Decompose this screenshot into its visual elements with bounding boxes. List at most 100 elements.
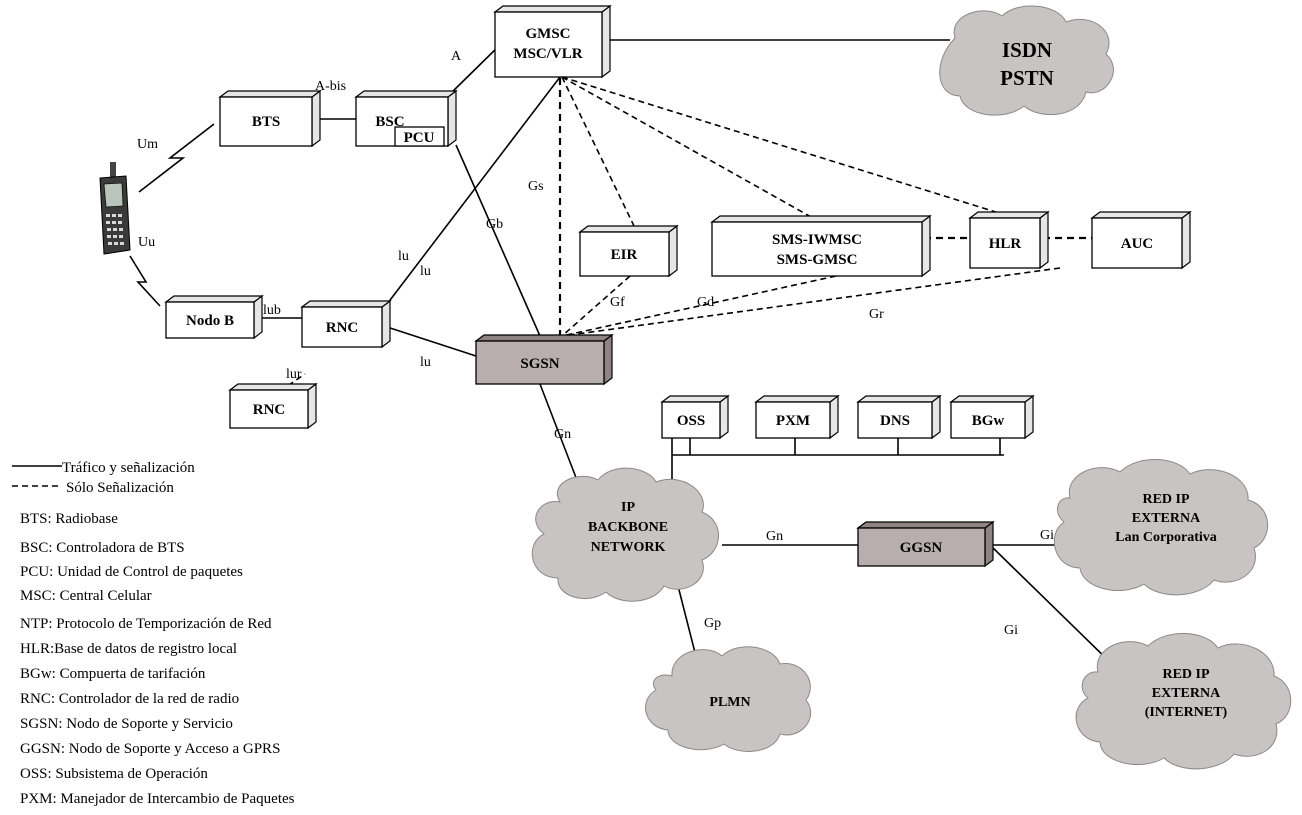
- if-gb: Gb: [486, 217, 503, 232]
- node-bsc: BSC PCU: [354, 89, 458, 148]
- link-rnc-sgsn: [383, 325, 477, 357]
- if-gs: Gs: [528, 179, 544, 194]
- if-gr: Gr: [869, 307, 884, 322]
- legend-item: GGSN: Nodo de Soporte y Acceso a GPRS: [20, 741, 280, 757]
- backbone-label-3: NETWORK: [591, 540, 666, 555]
- legend-item: HLR:Base de datos de registro local: [20, 641, 237, 657]
- node-rnc-1: RNC: [300, 299, 392, 349]
- rnc-1-label: RNC: [326, 320, 359, 336]
- plmn-label: PLMN: [709, 695, 750, 710]
- lan-label-3: Lan Corporativa: [1115, 530, 1217, 545]
- if-a: A: [451, 49, 462, 64]
- legend-item: PCU: Unidad de Control de paquetes: [20, 564, 243, 580]
- isdn-label: ISDN: [1002, 38, 1052, 62]
- if-uu: Uu: [138, 235, 155, 250]
- if-gn-2: Gn: [766, 529, 783, 544]
- link-bsc-sgsn: [455, 144, 541, 337]
- sgsn-label: SGSN: [520, 356, 559, 372]
- if-iu-2: lu: [420, 264, 431, 279]
- node-gmsc: GMSC MSC/VLR: [493, 4, 612, 79]
- node-rnc-2: RNC: [228, 382, 318, 430]
- if-gf: Gf: [610, 295, 625, 310]
- gmsc-label: GMSC: [526, 26, 571, 42]
- node-hlr: HLR: [968, 210, 1050, 270]
- link-sgsn-backbone: [539, 383, 581, 489]
- node-nodo-b: Nodo B: [164, 294, 264, 340]
- cloud-red-ip-internet: RED IP EXTERNA (INTERNET): [1075, 633, 1292, 770]
- link-ggsn-internet: [989, 544, 1117, 669]
- cloud-ip-backbone: IP BACKBONE NETWORK: [531, 467, 719, 602]
- legend-dashed-label: Sólo Señalización: [66, 480, 174, 496]
- hlr-label: HLR: [989, 236, 1022, 252]
- link-uu-radio: [129, 255, 161, 307]
- internet-label-2: EXTERNA: [1152, 686, 1221, 701]
- bts-label: BTS: [252, 114, 280, 130]
- legend: Tráfico y señalización Sólo Señalización…: [20, 460, 295, 807]
- bgw-label: BGw: [972, 413, 1005, 429]
- cloud-isdn-pstn: ISDN PSTN: [939, 5, 1114, 116]
- eir-label: EIR: [611, 247, 638, 263]
- backbone-label-2: BACKBONE: [588, 520, 668, 535]
- link-gmsc-sms: [561, 76, 821, 223]
- rnc-2-label: RNC: [253, 402, 286, 418]
- sms-gmsc-label: SMS-GMSC: [777, 252, 858, 268]
- legend-item: MSC: Central Celular: [20, 588, 152, 604]
- if-gp: Gp: [704, 616, 721, 631]
- oss-label: OSS: [677, 413, 705, 429]
- mobile-phone-icon: [99, 162, 131, 255]
- if-gi-1: Gi: [1040, 528, 1054, 543]
- link-sms-sgsn: [561, 275, 837, 337]
- node-sms: SMS-IWMSC SMS-GMSC: [710, 214, 932, 278]
- legend-item: BGw: Compuerta de tarifación: [20, 666, 206, 682]
- cloud-red-ip-lan: RED IP EXTERNA Lan Corporativa: [1053, 459, 1269, 596]
- cloud-plmn: PLMN: [645, 646, 812, 752]
- lan-label-2: EXTERNA: [1132, 511, 1201, 526]
- legend-item: PXM: Manejador de Intercambio de Paquete…: [20, 791, 295, 807]
- bsc-label: BSC: [375, 114, 404, 130]
- if-iu-3: lu: [420, 355, 431, 370]
- pstn-label: PSTN: [1000, 66, 1054, 90]
- if-abis: A-bis: [315, 79, 346, 94]
- ggsn-label: GGSN: [900, 540, 943, 556]
- if-um: Um: [137, 137, 158, 152]
- auc-label: AUC: [1121, 236, 1154, 252]
- legend-item: NTP: Protocolo de Temporización de Red: [20, 616, 272, 632]
- lan-label-1: RED IP: [1142, 492, 1190, 507]
- node-bgw: BGw: [949, 394, 1035, 440]
- node-sgsn: SGSN: [474, 333, 614, 386]
- nodo-b-label: Nodo B: [186, 313, 234, 329]
- if-iu-1: lu: [398, 249, 409, 264]
- legend-item: BSC: Controladora de BTS: [20, 540, 185, 556]
- dns-label: DNS: [880, 413, 910, 429]
- interface-labels: A A-bis Um Uu Gs Gb lu lu lu lub lur Gf …: [137, 49, 1054, 638]
- legend-item: OSS: Subsistema de Operación: [20, 766, 208, 782]
- internet-label-1: RED IP: [1162, 667, 1210, 682]
- if-iub: lub: [263, 303, 281, 318]
- link-gmsc-eir: [561, 76, 636, 229]
- if-gd: Gd: [697, 295, 714, 310]
- legend-item: BTS: Radiobase: [20, 511, 118, 527]
- legend-item: RNC: Controlador de la red de radio: [20, 691, 239, 707]
- link-bsc-gmsc: [447, 41, 504, 97]
- node-bts: BTS: [218, 89, 322, 148]
- solid-links: [12, 39, 1117, 685]
- node-ggsn: GGSN: [856, 520, 995, 568]
- if-gi-2: Gi: [1004, 623, 1018, 638]
- link-um-radio: [138, 123, 215, 193]
- backbone-label-1: IP: [621, 500, 635, 515]
- node-pxm: PXM: [754, 394, 840, 440]
- legend-item: SGSN: Nodo de Soporte y Servicio: [20, 716, 233, 732]
- link-eir-sgsn: [561, 275, 631, 337]
- pxm-label: PXM: [776, 413, 810, 429]
- node-eir: EIR: [578, 224, 679, 278]
- legend-solid-label: Tráfico y señalización: [62, 460, 195, 476]
- node-dns: DNS: [856, 394, 942, 440]
- internet-label-3: (INTERNET): [1145, 705, 1228, 720]
- msc-vlr-label: MSC/VLR: [513, 46, 582, 62]
- pcu-label: PCU: [404, 130, 435, 146]
- node-oss: OSS: [660, 394, 730, 440]
- sms-iwmsc-label: SMS-IWMSC: [772, 232, 862, 248]
- if-gn-1: Gn: [554, 427, 571, 442]
- node-auc: AUC: [1090, 210, 1192, 270]
